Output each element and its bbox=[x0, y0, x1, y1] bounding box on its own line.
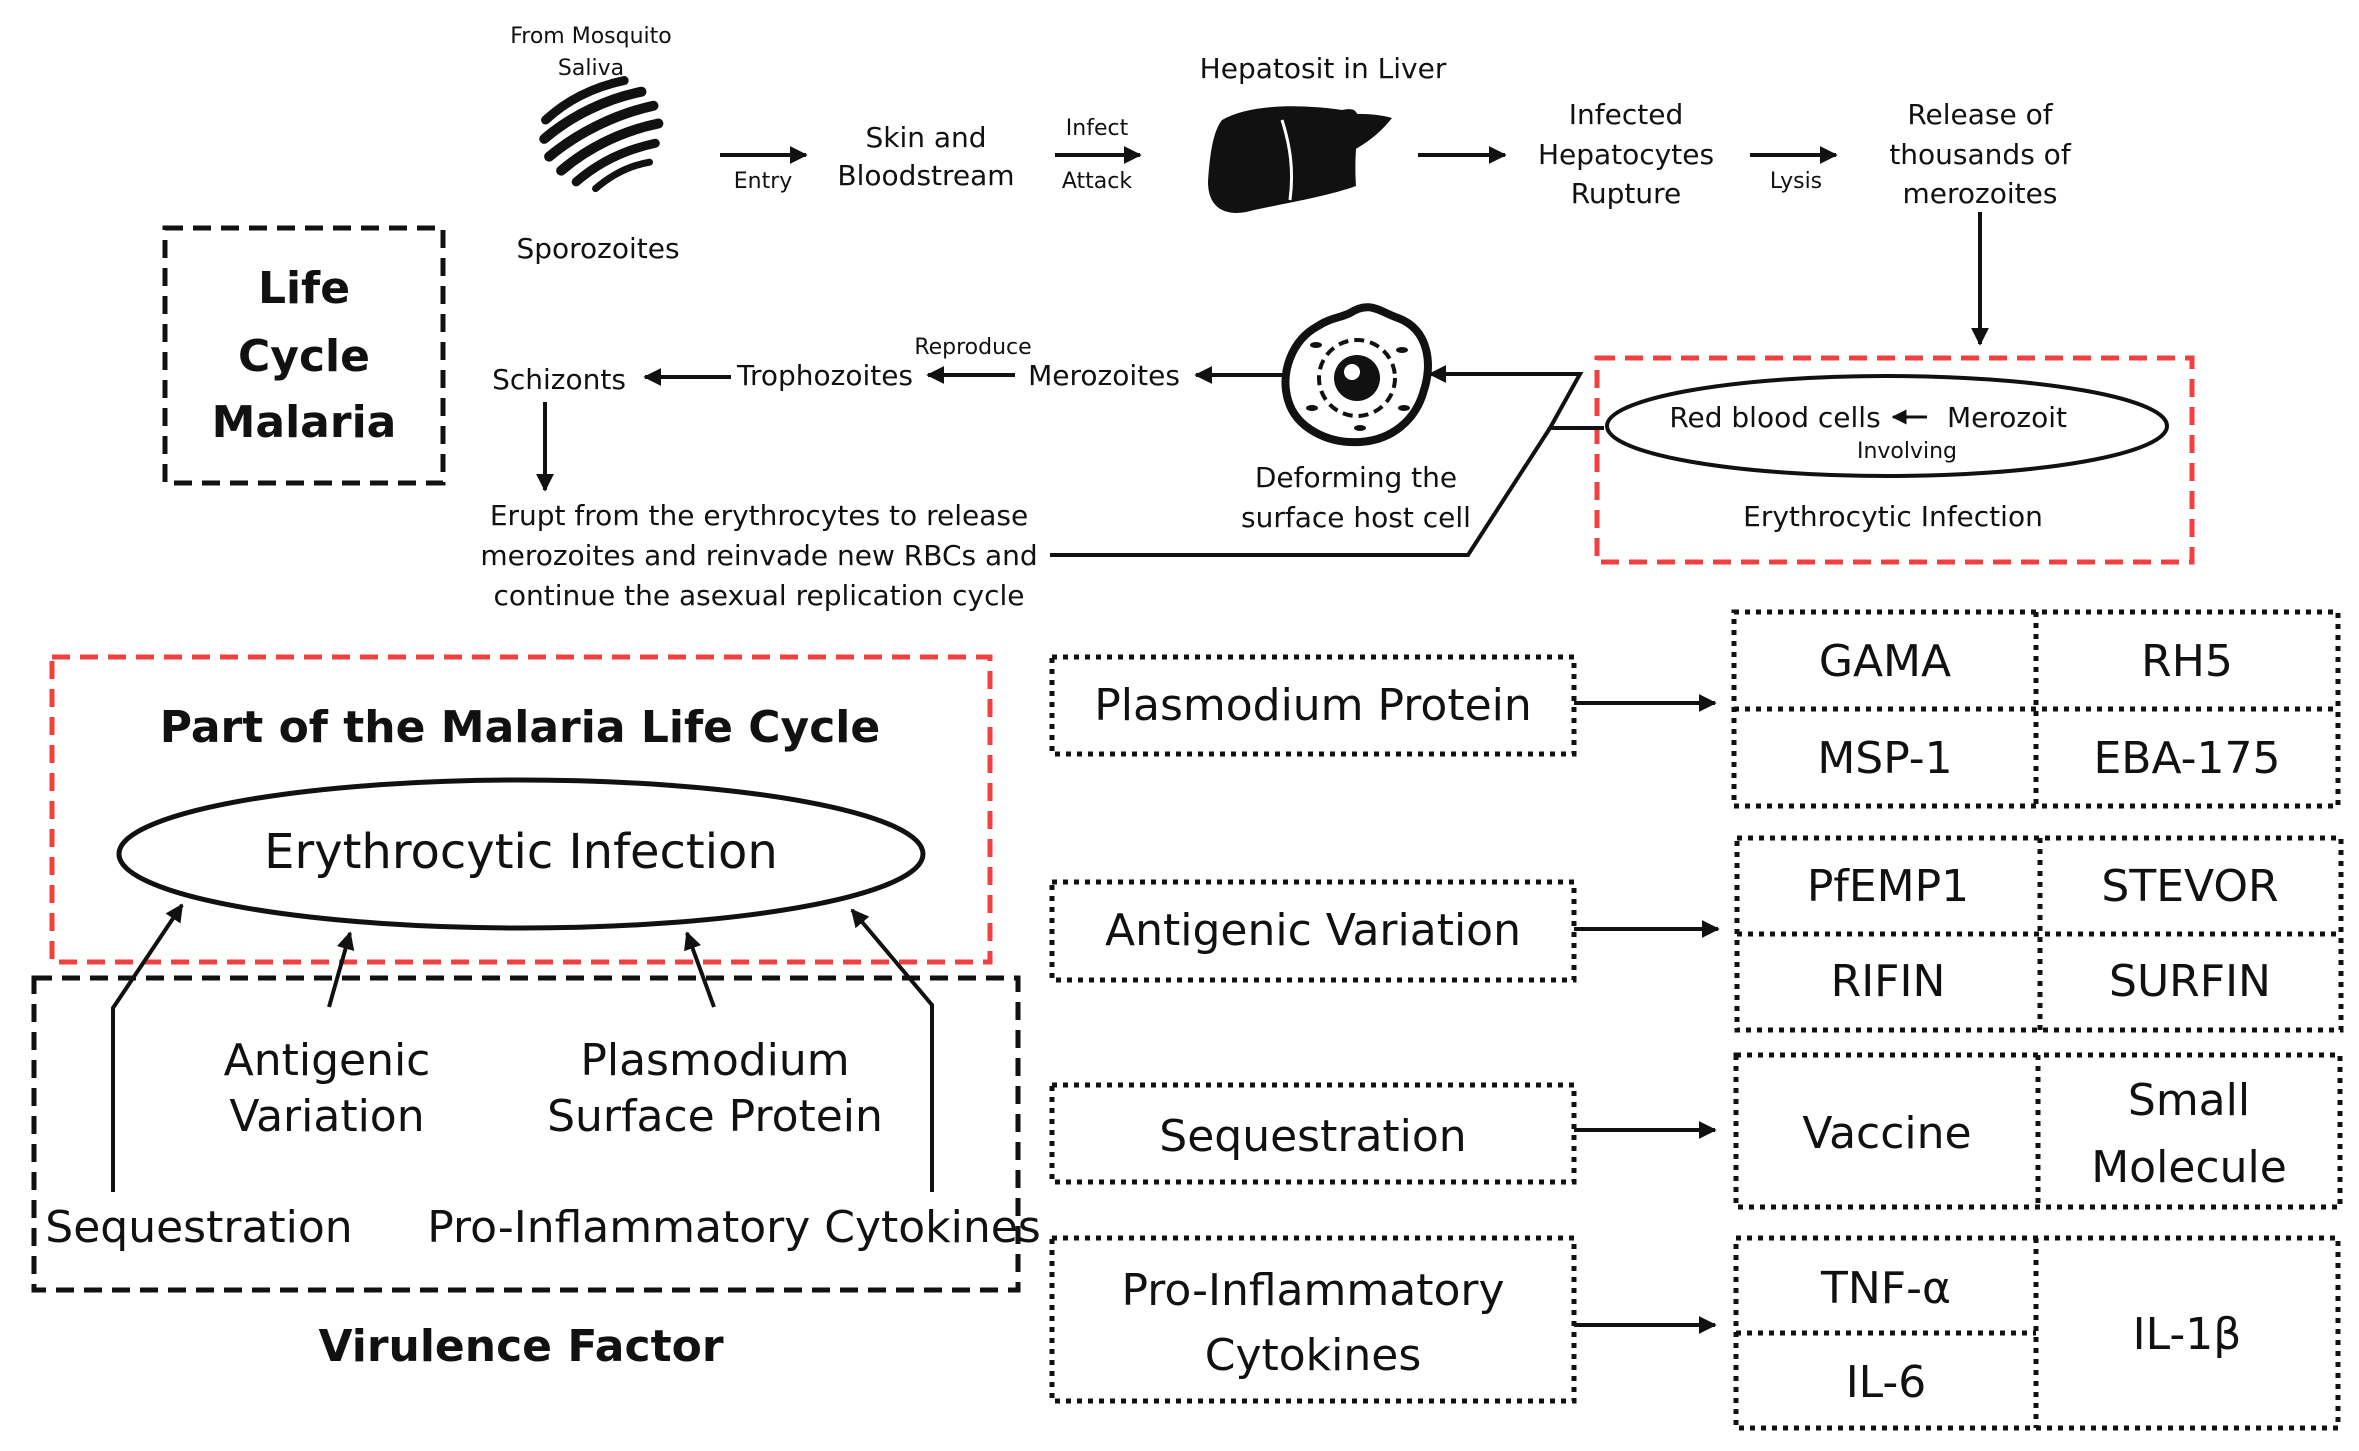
stevor-cell: STEVOR bbox=[2101, 861, 2278, 912]
vaccine-cell: Vaccine bbox=[1802, 1108, 1971, 1159]
erythrocytic-big-label: Erythrocytic Infection bbox=[264, 824, 778, 880]
life-cycle-title-box bbox=[162, 225, 446, 486]
eba175-cell: EBA-175 bbox=[2094, 733, 2281, 784]
small-molecule-line-2: Molecule bbox=[2091, 1142, 2287, 1193]
attack-label: Attack bbox=[1062, 169, 1132, 194]
liver-icon bbox=[1208, 106, 1392, 213]
sporozoites-icon bbox=[539, 76, 664, 193]
antigenic-variation-box bbox=[1049, 879, 1577, 983]
sequestration-box bbox=[1049, 1082, 1577, 1185]
small-molecule-line-1: Small bbox=[2128, 1075, 2250, 1126]
sequestration-factor-label: Sequestration bbox=[45, 1202, 352, 1253]
rupture-label-line-3: Rupture bbox=[1571, 177, 1682, 210]
virulence-factor-title: Virulence Factor bbox=[318, 1321, 723, 1372]
cytokines-arrow bbox=[850, 908, 934, 1192]
mosquito-note-line-1: From Mosquito bbox=[510, 24, 672, 49]
release-label-line-1: Release of bbox=[1907, 98, 2053, 131]
plasmodium-protein-grid bbox=[1731, 609, 2341, 809]
schizonts-label: Schizonts bbox=[492, 363, 626, 396]
part-of-life-cycle-box bbox=[49, 654, 993, 965]
rbc-label: Red blood cells bbox=[1669, 401, 1880, 434]
antigenic-arrow bbox=[327, 931, 355, 1008]
surfin-cell: SURFIN bbox=[2109, 956, 2271, 1007]
antigenic-variation-label: Antigenic Variation bbox=[1105, 905, 1521, 956]
infect-label: Infect bbox=[1066, 116, 1129, 141]
deforming-label-line-1: Deforming the bbox=[1255, 461, 1457, 494]
sequestration-label: Sequestration bbox=[1159, 1111, 1466, 1162]
erythrocytic-small-label: Erythrocytic Infection bbox=[1743, 500, 2043, 533]
life-cycle-section: Life Cycle Malaria From Mosquito Saliva … bbox=[162, 24, 2195, 612]
cytokines-factor-label: Pro-Inflammatory Cytokines bbox=[427, 1202, 1041, 1253]
plasmodium-surface-label-line-2: Surface Protein bbox=[547, 1091, 883, 1142]
pfemp1-cell: PfEMP1 bbox=[1807, 861, 1969, 912]
gama-cell: GAMA bbox=[1819, 636, 1951, 687]
antigenic-label-line-1: Antigenic bbox=[224, 1035, 431, 1086]
virulence-box bbox=[31, 975, 1021, 1293]
trophozoites-label: Trophozoites bbox=[736, 359, 913, 392]
il1-beta-cell: IL-1β bbox=[2133, 1309, 2242, 1360]
cytokines-grid bbox=[1733, 1235, 2341, 1431]
release-label-line-3: merozoites bbox=[1903, 177, 2058, 210]
entry-label: Entry bbox=[734, 169, 793, 194]
rbc-merozoit-oval bbox=[1605, 374, 2169, 478]
plasmodium-protein-box bbox=[1049, 654, 1577, 757]
category-section: Plasmodium Protein GAMA RH5 MSP-1 EBA-17… bbox=[1049, 609, 2344, 1431]
tnf-alpha-cell: TNF-α bbox=[1820, 1263, 1951, 1314]
plasmodium-surface-label-line-1: Plasmodium bbox=[580, 1035, 849, 1086]
sequestration-arrow bbox=[111, 903, 184, 1192]
cytokines-label-line-2: Cytokines bbox=[1205, 1330, 1422, 1381]
oval-to-cell-arrow bbox=[1428, 365, 1604, 430]
erupt-label-line-3: continue the asexual replication cycle bbox=[493, 579, 1024, 612]
antigenic-label-line-2: Variation bbox=[229, 1091, 424, 1142]
plasmodium-protein-label: Plasmodium Protein bbox=[1094, 680, 1532, 731]
liver-label: Hepatosit in Liver bbox=[1200, 52, 1447, 85]
erupt-label-line-2: merozoites and reinvade new RBCs and bbox=[480, 539, 1037, 572]
rupture-label-line-2: Hepatocytes bbox=[1538, 138, 1714, 171]
cytokines-box bbox=[1049, 1235, 1577, 1404]
involving-label: Involving bbox=[1857, 439, 1957, 464]
rh5-cell: RH5 bbox=[2141, 636, 2233, 687]
msp1-cell: MSP-1 bbox=[1817, 733, 1952, 784]
erupt-connector-line bbox=[1050, 426, 1552, 557]
lysis-label: Lysis bbox=[1770, 169, 1822, 194]
merozoites-label: Merozoites bbox=[1028, 359, 1180, 392]
skin-label-line-2: Bloodstream bbox=[837, 159, 1014, 192]
deformed-cell-icon bbox=[1281, 303, 1432, 447]
life-cycle-title-line-3: Malaria bbox=[212, 397, 397, 448]
il6-cell: IL-6 bbox=[1846, 1357, 1927, 1408]
release-label-line-2: thousands of bbox=[1889, 138, 2071, 171]
rupture-label-line-1: Infected bbox=[1569, 98, 1683, 131]
part-of-life-cycle-title: Part of the Malaria Life Cycle bbox=[160, 702, 880, 753]
erythrocytic-big-oval bbox=[116, 777, 926, 931]
rifin-cell: RIFIN bbox=[1831, 956, 1946, 1007]
virulence-section: Part of the Malaria Life Cycle Erythrocy… bbox=[31, 654, 1041, 1372]
plasmodium-arrow bbox=[684, 931, 716, 1008]
mosquito-note-line-2: Saliva bbox=[558, 56, 624, 81]
merozoit-label: Merozoit bbox=[1947, 401, 2067, 434]
erupt-label-line-1: Erupt from the erythrocytes to release bbox=[490, 499, 1028, 532]
deforming-label-line-2: surface host cell bbox=[1241, 501, 1471, 534]
erythrocytic-infection-box bbox=[1594, 355, 2195, 565]
cytokines-label-line-1: Pro-Inflammatory bbox=[1121, 1265, 1504, 1316]
life-cycle-title-line-1: Life bbox=[258, 263, 350, 314]
skin-label-line-1: Skin and bbox=[865, 121, 986, 154]
sporozoites-label: Sporozoites bbox=[516, 232, 679, 265]
antigenic-variation-grid bbox=[1734, 835, 2344, 1033]
reproduce-label: Reproduce bbox=[914, 335, 1031, 360]
life-cycle-title-line-2: Cycle bbox=[238, 331, 370, 382]
sequestration-grid bbox=[1733, 1052, 2343, 1210]
